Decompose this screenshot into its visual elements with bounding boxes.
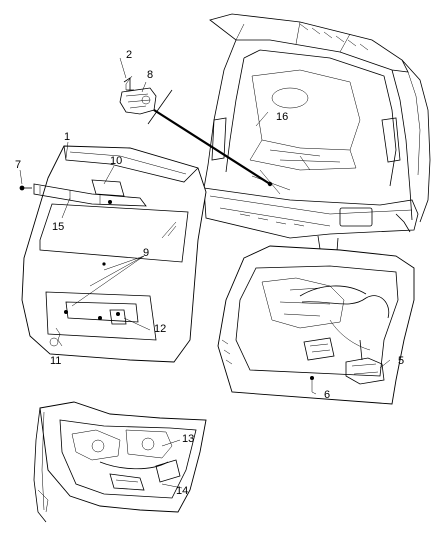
liftgate-interior [217, 245, 415, 405]
callout-13: 13 [182, 433, 194, 445]
callout-16: 16 [276, 111, 288, 123]
locator-line [153, 109, 271, 185]
inset-latch-part [119, 75, 157, 115]
interior-closeup [33, 401, 207, 523]
vehicle-rear-view [203, 13, 431, 265]
locator-tick [147, 89, 173, 125]
callout-15: 15 [52, 221, 64, 233]
callout-2: 2 [126, 49, 132, 61]
callout-8: 8 [147, 69, 153, 81]
callout-10: 10 [110, 155, 122, 167]
callout-14: 14 [176, 485, 188, 497]
liftgate-exterior [19, 145, 207, 363]
callout-9: 9 [143, 247, 149, 259]
callout-6: 6 [324, 389, 330, 401]
callout-11: 11 [50, 355, 61, 367]
callout-1: 1 [64, 131, 70, 143]
callout-12: 12 [154, 323, 166, 335]
callout-5: 5 [398, 355, 404, 367]
leader-lines [19, 57, 391, 489]
callout-7: 7 [15, 159, 21, 171]
